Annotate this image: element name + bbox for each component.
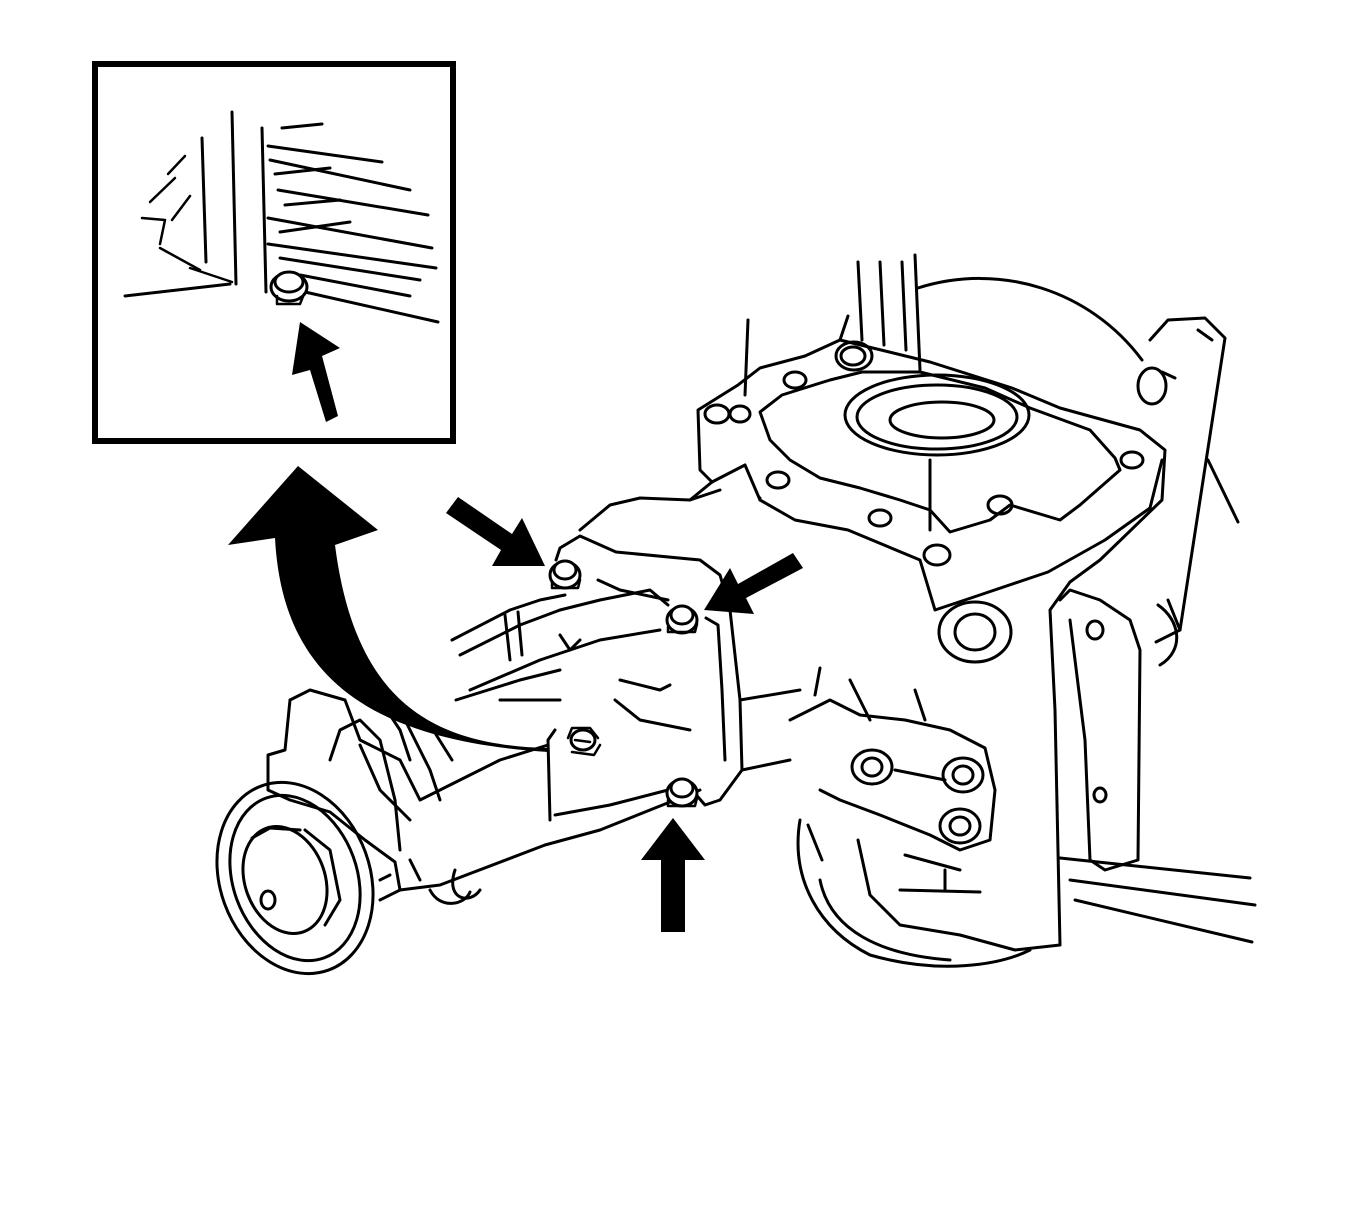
arrow-upper-left-bolt — [446, 497, 545, 566]
inset-arrow — [292, 322, 340, 422]
arrow-lower-bolt — [641, 818, 705, 932]
bolt-upper-left — [548, 559, 582, 590]
curved-callout-arrow — [228, 466, 548, 752]
differential-assembly — [215, 253, 1257, 976]
arrow-upper-right-bolt — [704, 553, 803, 614]
inset-housing-detail — [123, 110, 440, 324]
inset-box — [92, 61, 456, 444]
bolt-lower — [665, 777, 699, 808]
bolt-upper-right — [665, 604, 699, 635]
